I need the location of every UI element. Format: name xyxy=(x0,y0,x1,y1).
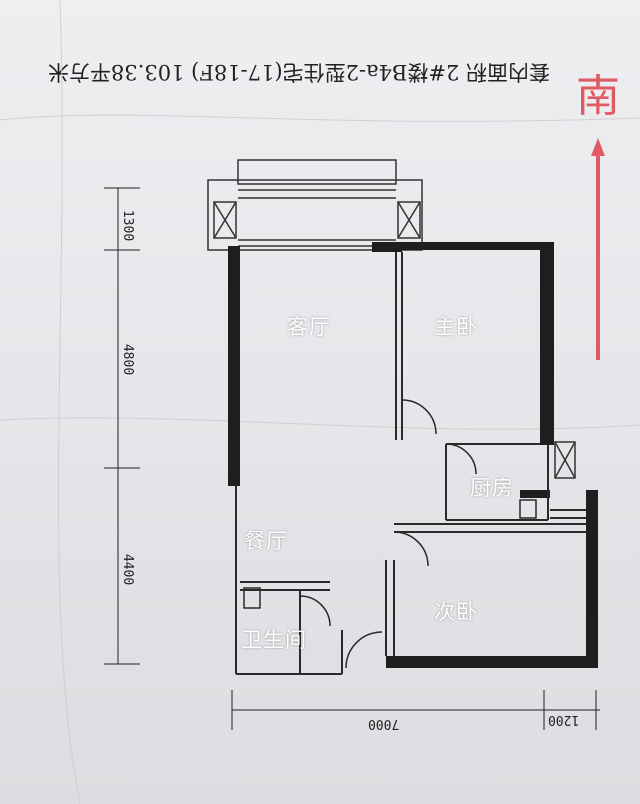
room-label-bathroom: 卫生间 xyxy=(241,628,307,652)
room-label-dining-room: 餐厅 xyxy=(244,529,288,553)
walls xyxy=(228,242,598,668)
south-label: 南 xyxy=(576,71,620,122)
door-swings xyxy=(299,399,477,669)
dim-bottom-7000: 7000 xyxy=(368,716,400,731)
room-label-living-room: 客厅 xyxy=(287,315,331,339)
pillar-left-icon xyxy=(213,201,237,239)
dimension-lines xyxy=(104,187,600,730)
fixtures xyxy=(243,499,537,609)
south-arrow-icon xyxy=(591,138,605,360)
dim-left-4800: 4800 xyxy=(120,343,136,376)
pillar-right-icon xyxy=(397,201,421,239)
room-label-kitchen: 厨房 xyxy=(470,476,514,500)
room-label-second-bedroom: 次卧 xyxy=(434,600,478,624)
kitchen-vent-icon xyxy=(554,441,576,479)
balcony xyxy=(207,159,423,251)
room-label-master-bedroom: 主卧 xyxy=(434,315,478,339)
dim-left-1300: 1300 xyxy=(120,209,136,242)
dim-bottom-1200: 1200 xyxy=(548,712,580,727)
interior-walls xyxy=(235,252,586,675)
dim-left-4400: 4400 xyxy=(120,553,136,586)
